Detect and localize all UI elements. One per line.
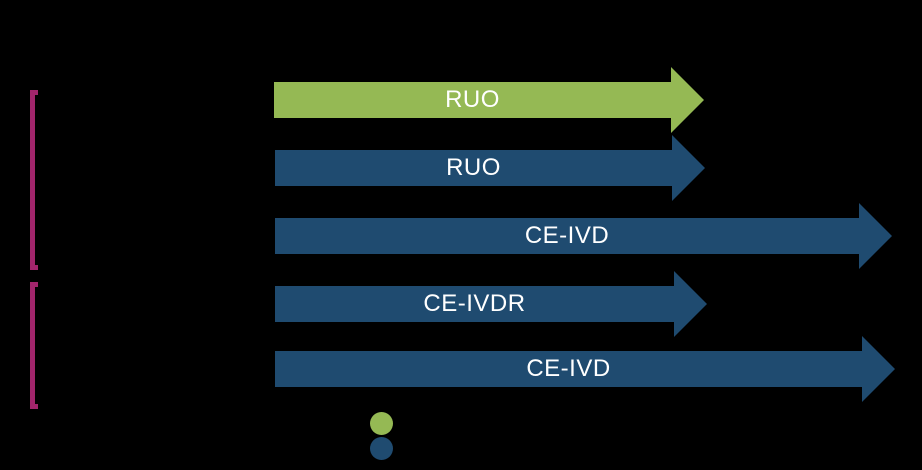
arrow-label: CE-IVD — [526, 355, 611, 382]
arrow-row-5: CE-IVD — [275, 336, 895, 402]
legend-dot-green — [370, 412, 393, 435]
group-bracket-top — [30, 90, 38, 270]
arrow-row-1: RUO — [274, 67, 704, 133]
arrow-label: CE-IVD — [524, 222, 610, 249]
arrow-label: RUO — [445, 86, 500, 113]
arrow-row-3: CE-IVD — [275, 203, 892, 269]
arrow-label: RUO — [446, 154, 501, 181]
arrow-row-2: RUO — [275, 135, 705, 201]
arrow-label: CE-IVDR — [423, 290, 526, 317]
group-bracket-bottom — [30, 282, 38, 409]
legend-dot-blue — [370, 437, 393, 460]
arrow-row-4: CE-IVDR — [275, 271, 707, 337]
